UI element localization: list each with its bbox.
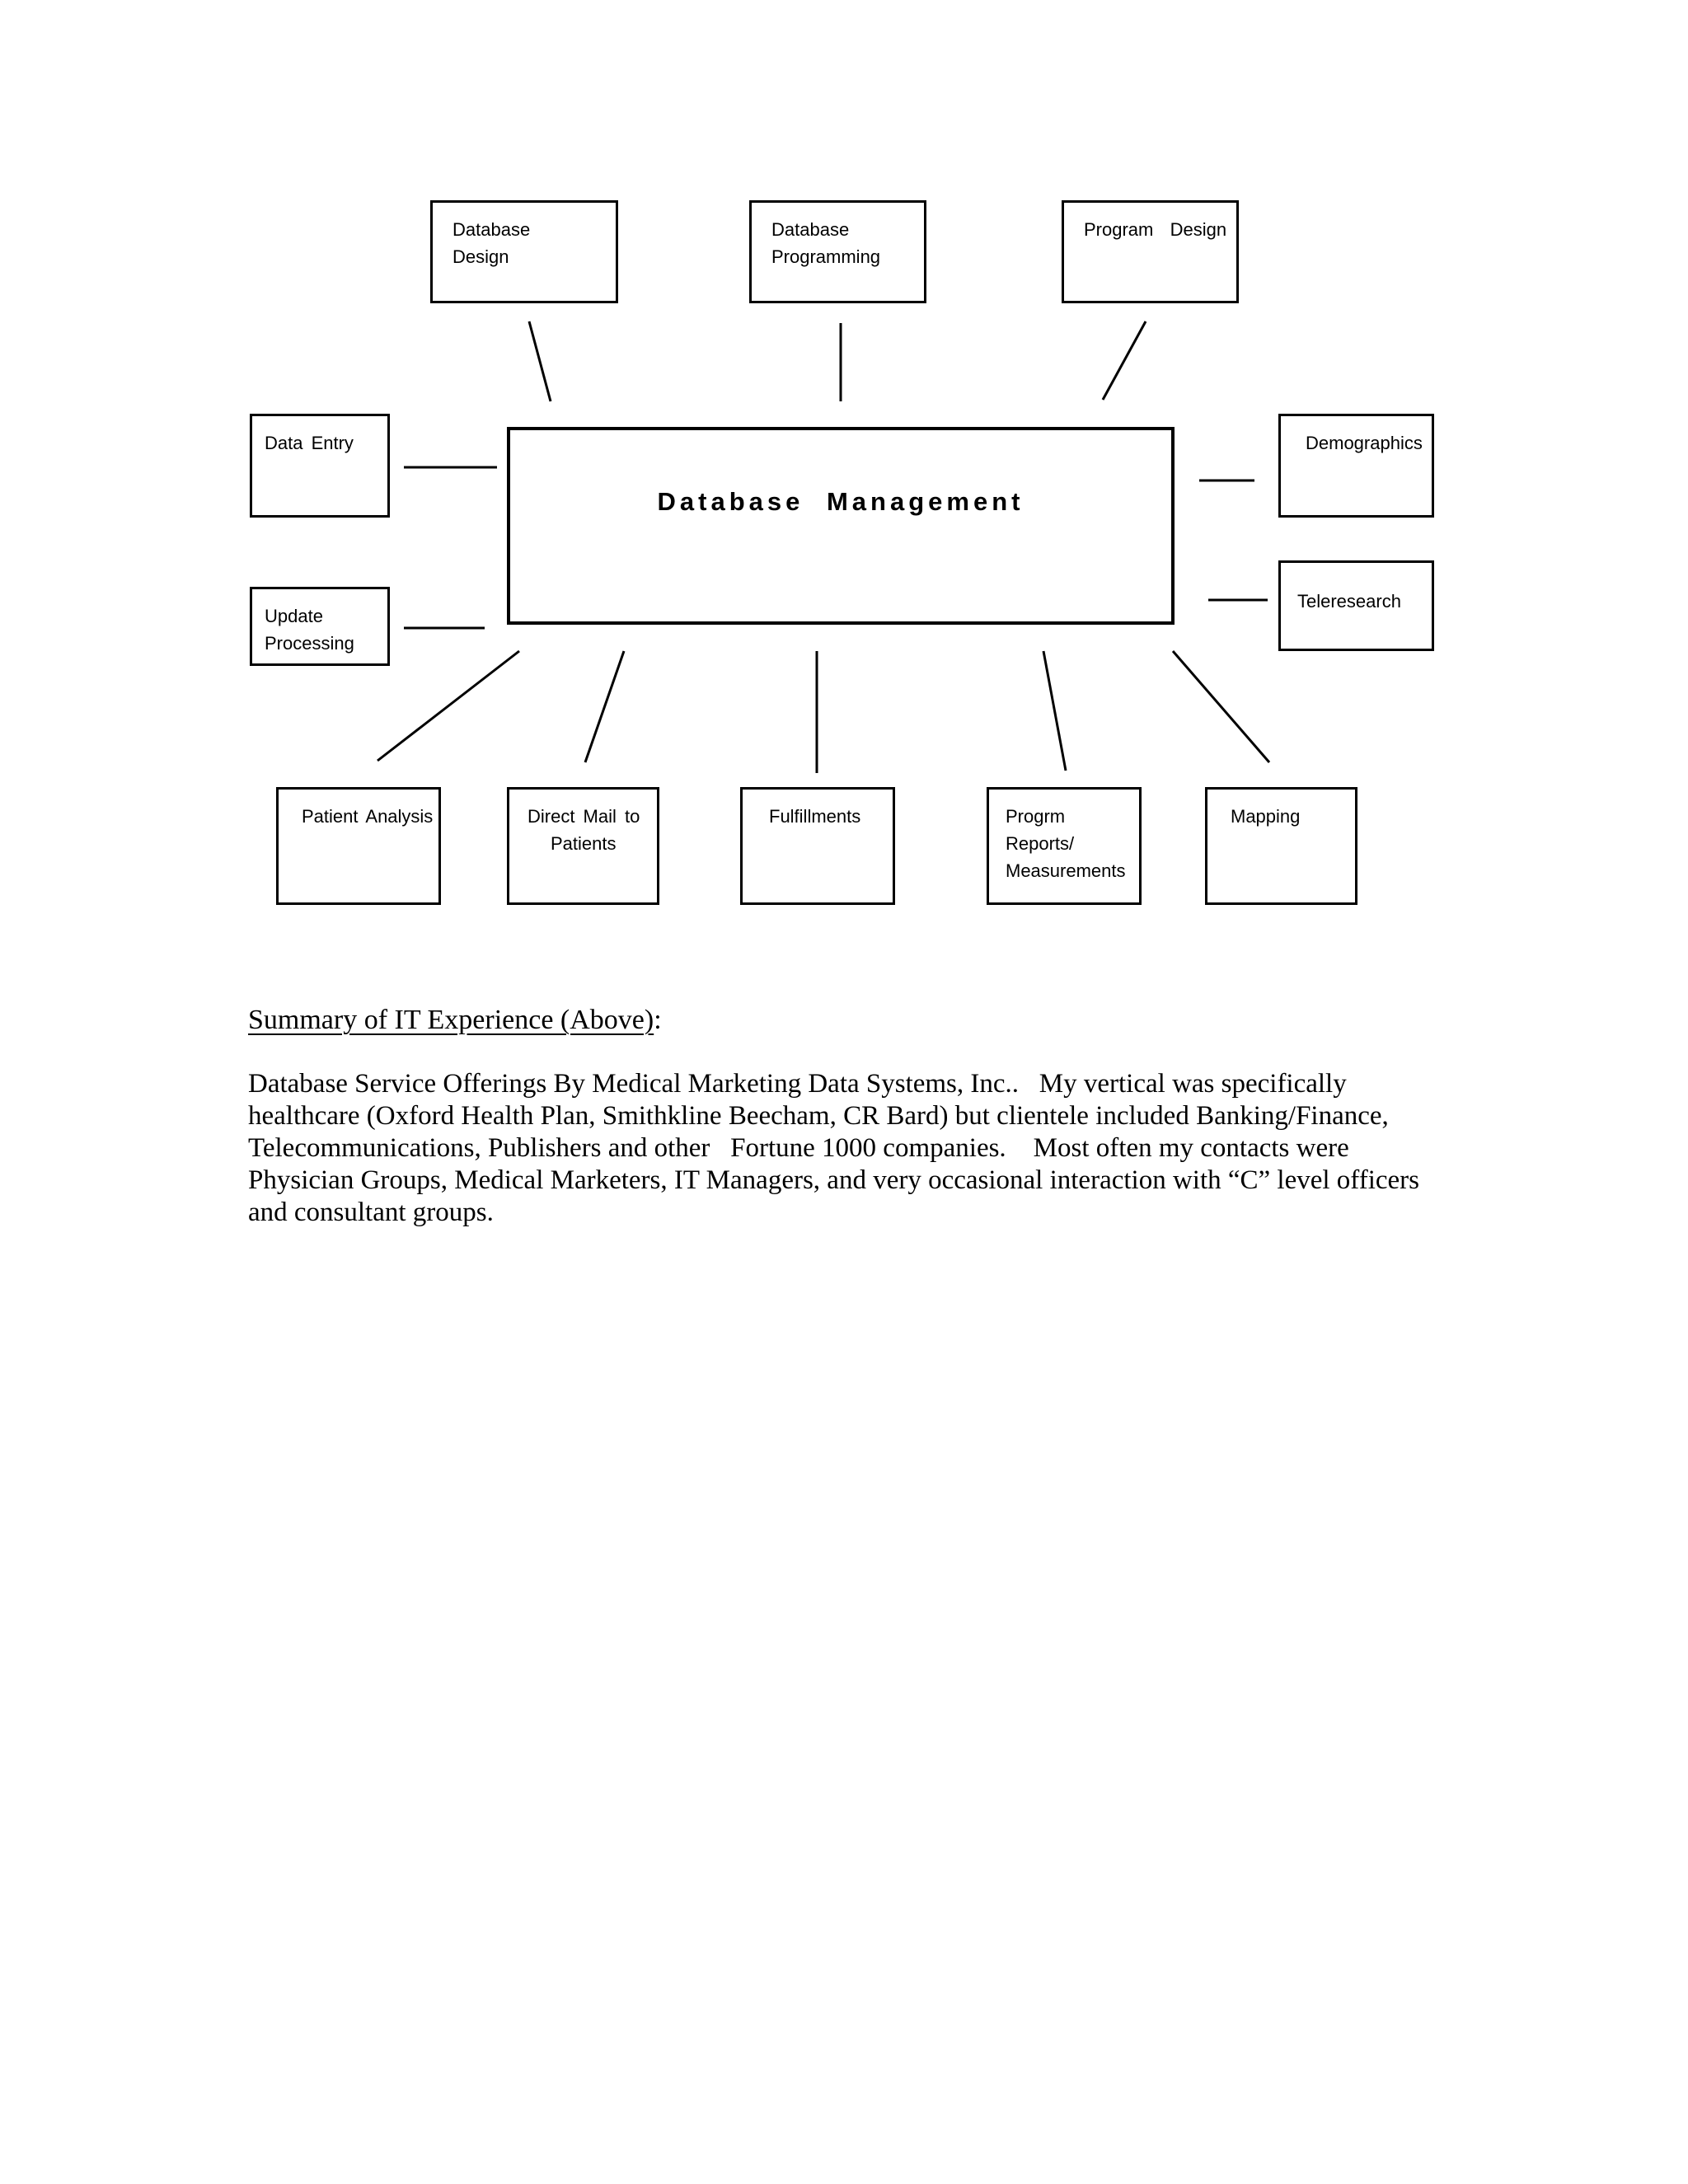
box-program-design: Program Design xyxy=(1062,200,1239,303)
box-label: Design xyxy=(452,246,509,267)
box-label: Program Design xyxy=(1084,219,1227,240)
box-label: Database xyxy=(771,219,850,240)
connector-patient-analysis xyxy=(377,649,520,762)
center-title: Database Management xyxy=(657,487,1025,516)
box-label: Patients xyxy=(551,833,617,854)
paragraph-line: healthcare (Oxford Health Plan, Smithkli… xyxy=(248,1101,1389,1131)
box-label: Progrm Reports/ xyxy=(1006,806,1075,854)
paragraph-line: Telecommunications, Publishers and other… xyxy=(248,1133,1349,1163)
connector-database-design xyxy=(528,321,552,402)
box-database-design: Database Design xyxy=(430,200,618,303)
box-database-management: Database Management xyxy=(507,427,1175,625)
summary-heading-underlined: Summary of IT Experience (Above) xyxy=(248,1005,654,1035)
box-data-entry: Data Entry xyxy=(250,414,390,518)
summary-heading: Summary of IT Experience (Above): xyxy=(248,1004,662,1037)
box-label: Database xyxy=(452,219,531,240)
paragraph-line: and consultant groups. xyxy=(248,1197,494,1227)
box-label: Data Entry xyxy=(265,433,354,453)
box-label: Programming xyxy=(771,246,881,267)
box-progrm-reports-measurements: Progrm Reports/ Measurements xyxy=(987,787,1142,905)
summary-heading-colon: : xyxy=(654,1005,662,1035)
box-demographics: Demographics xyxy=(1278,414,1434,518)
box-teleresearch: Teleresearch xyxy=(1278,560,1434,651)
paragraph-line: Database Service Offerings By Medical Ma… xyxy=(248,1069,1347,1099)
box-label: Fulfillments xyxy=(769,806,861,827)
connector-direct-mail xyxy=(584,650,626,763)
summary-paragraph: Database Service Offerings By Medical Ma… xyxy=(248,1068,1419,1229)
box-mapping: Mapping xyxy=(1205,787,1357,905)
box-label: Processing xyxy=(265,633,354,654)
box-label: Measurements xyxy=(1006,860,1126,881)
box-label: Teleresearch xyxy=(1297,591,1401,612)
box-fulfillments: Fulfillments xyxy=(740,787,895,905)
box-label: Patient Analysis xyxy=(302,806,434,827)
box-label: Mapping xyxy=(1231,806,1301,827)
box-patient-analysis: Patient Analysis xyxy=(276,787,441,905)
connector-progrm-reports xyxy=(1042,650,1067,771)
connector-program-design xyxy=(1101,321,1147,401)
box-label: Demographics xyxy=(1306,433,1423,453)
connector-mapping xyxy=(1171,650,1271,763)
box-direct-mail-to-patients: Direct Mail to Patients xyxy=(507,787,659,905)
box-label: Update xyxy=(265,606,323,626)
paragraph-line: Physician Groups, Medical Marketers, IT … xyxy=(248,1165,1419,1195)
box-database-programming: Database Programming xyxy=(749,200,926,303)
box-update-processing: Update Processing xyxy=(250,587,390,666)
box-label: Direct Mail to xyxy=(528,806,640,827)
